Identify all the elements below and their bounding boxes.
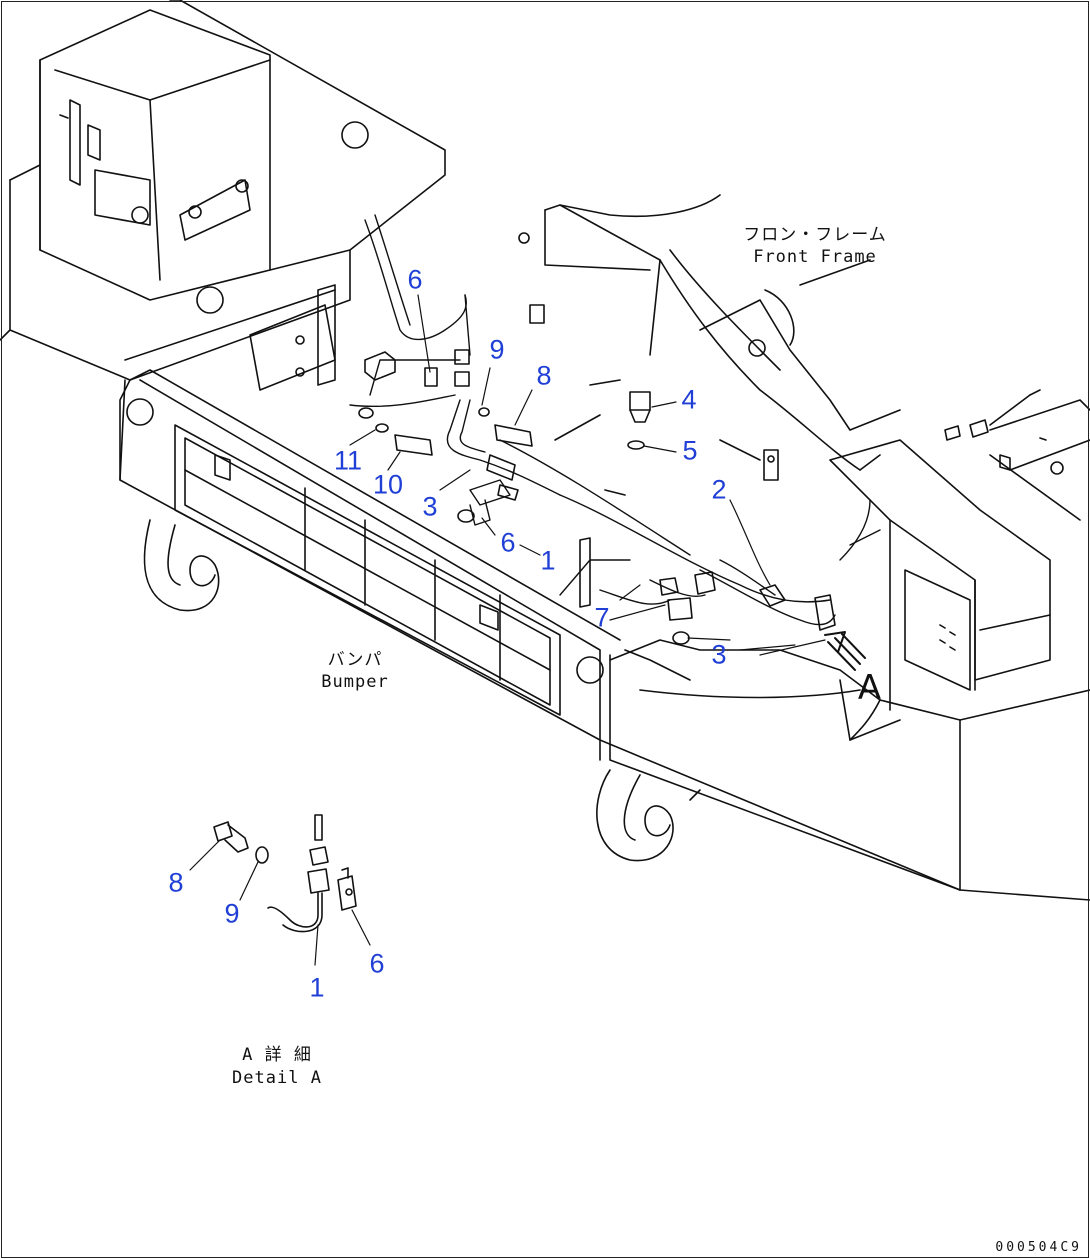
detail-callout-part-8: 8 — [168, 867, 184, 898]
callout-part-9: 9 — [489, 334, 505, 365]
cab-body — [39, 9, 271, 301]
callout-part-6-upper: 6 — [407, 264, 423, 295]
callout-part-1: 1 — [540, 545, 556, 576]
detail-callout-part-1: 1 — [309, 972, 325, 1003]
detail-callout-part-6: 6 — [369, 948, 385, 979]
callout-part-5: 5 — [682, 435, 698, 466]
callout-part-4: 4 — [681, 384, 697, 415]
upper-deck — [0, 0, 446, 381]
view-arrow — [824, 631, 866, 671]
callout-part-10: 10 — [372, 469, 404, 500]
bumper-caption-en: Bumper — [321, 672, 389, 692]
callout-part-7: 7 — [594, 602, 610, 633]
callout-part-2: 2 — [711, 474, 727, 505]
tow-hook-left — [143, 519, 220, 612]
bumper-caption-jp: バンパ — [327, 650, 383, 670]
leader-lines — [349, 294, 826, 656]
small-components — [249, 284, 1041, 645]
front-frame-caption-en: Front Frame — [753, 247, 877, 267]
callout-part-11: 11 — [333, 445, 363, 476]
detail-a-drawing — [213, 814, 357, 933]
callout-part-3-right: 3 — [711, 639, 727, 670]
detail-caption-jp: A 詳 細 — [242, 1045, 312, 1065]
detail-caption-en: Detail A — [232, 1068, 322, 1088]
bumper-body — [119, 369, 1090, 901]
detail-leader-lines — [189, 839, 371, 966]
callout-part-3-left: 3 — [422, 491, 438, 522]
drawing-id: 000504C9 — [995, 1240, 1082, 1255]
lower-frame-plate — [609, 639, 901, 741]
front-frame — [518, 194, 901, 471]
harness — [349, 214, 881, 626]
view-letter: A — [857, 668, 883, 708]
bumper-grille — [174, 424, 561, 716]
callout-part-6-middle: 6 — [500, 527, 516, 558]
detail-callout-part-9: 9 — [224, 898, 240, 929]
tow-hook-right — [596, 769, 701, 862]
front-frame-caption-jp: フロン・フレーム — [743, 225, 887, 245]
right-lamp-housing — [829, 399, 1090, 711]
callout-part-8: 8 — [536, 360, 552, 391]
